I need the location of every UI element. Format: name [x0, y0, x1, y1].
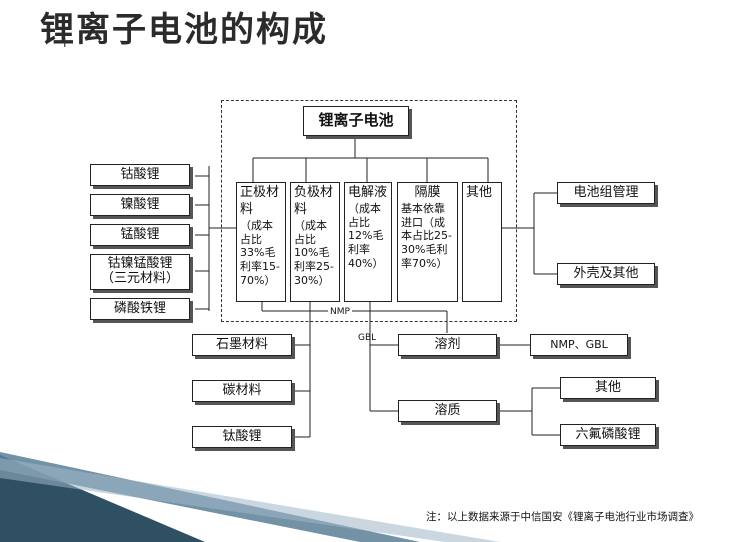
electrolyte-solvent: 溶剂 — [398, 334, 497, 356]
component-cathode-name: 正极材料 — [240, 185, 280, 217]
cathode-type-limn2o4: 锰酸锂 — [90, 224, 190, 246]
solute-item-lipf6: 六氟磷酸锂 — [560, 424, 656, 446]
component-anode-detail: （成本占比10%毛利率25-30%） — [294, 218, 334, 287]
cathode-type-ncm: 钴镍锰酸锂 （三元材料） — [90, 254, 190, 290]
component-cathode: 正极材料 （成本占比33%毛利率15-70%） — [236, 182, 286, 302]
component-electrolyte: 电解液 （成本占比12%毛利率40%） — [344, 182, 392, 302]
anode-type-graphite: 石墨材料 — [192, 334, 292, 356]
source-footnote: 注：以上数据来源于中信国安《锂离子电池行业市场调查》 — [426, 511, 699, 523]
gbl-label: GBL — [358, 333, 377, 343]
anode-type-lto: 钛酸锂 — [192, 426, 292, 448]
electrolyte-solute: 溶质 — [398, 400, 497, 422]
component-anode: 负极材料 （成本占比10%毛利率25-30%） — [290, 182, 340, 302]
cathode-type-linio2: 镍酸锂 — [90, 194, 190, 216]
swoosh-light — [0, 458, 500, 542]
others-battery-management: 电池组管理 — [557, 182, 655, 204]
cathode-type-licoo2: 钴酸锂 — [90, 164, 190, 186]
component-others-name: 其他 — [466, 185, 493, 200]
component-cathode-detail: （成本占比33%毛利率15-70%） — [240, 218, 280, 287]
nmp-label: NMP — [328, 307, 352, 317]
component-electrolyte-detail: （成本占比12%毛利率40%） — [348, 201, 384, 270]
component-electrolyte-name: 电解液 — [348, 185, 388, 200]
component-others: 其他 — [462, 182, 502, 302]
component-separator-detail: 基本依靠进口（成本占比25-30%毛利率70%） — [401, 201, 452, 270]
text-cursor-icon: I — [63, 36, 67, 50]
cathode-ncm-sublabel: （三元材料） — [100, 271, 179, 286]
component-separator: 隔膜 基本依靠进口（成本占比25-30%毛利率70%） — [397, 182, 458, 302]
solvent-items: NMP、GBL — [530, 334, 628, 356]
anode-type-carbon: 碳材料 — [192, 380, 292, 402]
component-anode-name: 负极材料 — [294, 185, 334, 217]
others-casing: 外壳及其他 — [557, 263, 655, 285]
solute-item-other: 其他 — [560, 377, 656, 399]
root-lithium-battery: 锂离子电池 — [303, 106, 409, 136]
component-separator-name: 隔膜 — [414, 185, 441, 200]
cathode-type-lifepo4: 磷酸铁锂 — [90, 298, 190, 320]
page-title: 锂离子电池的构成 — [40, 10, 328, 50]
cathode-ncm-label: 钴镍锰酸锂 — [107, 256, 173, 272]
battery-boundary — [221, 100, 517, 322]
